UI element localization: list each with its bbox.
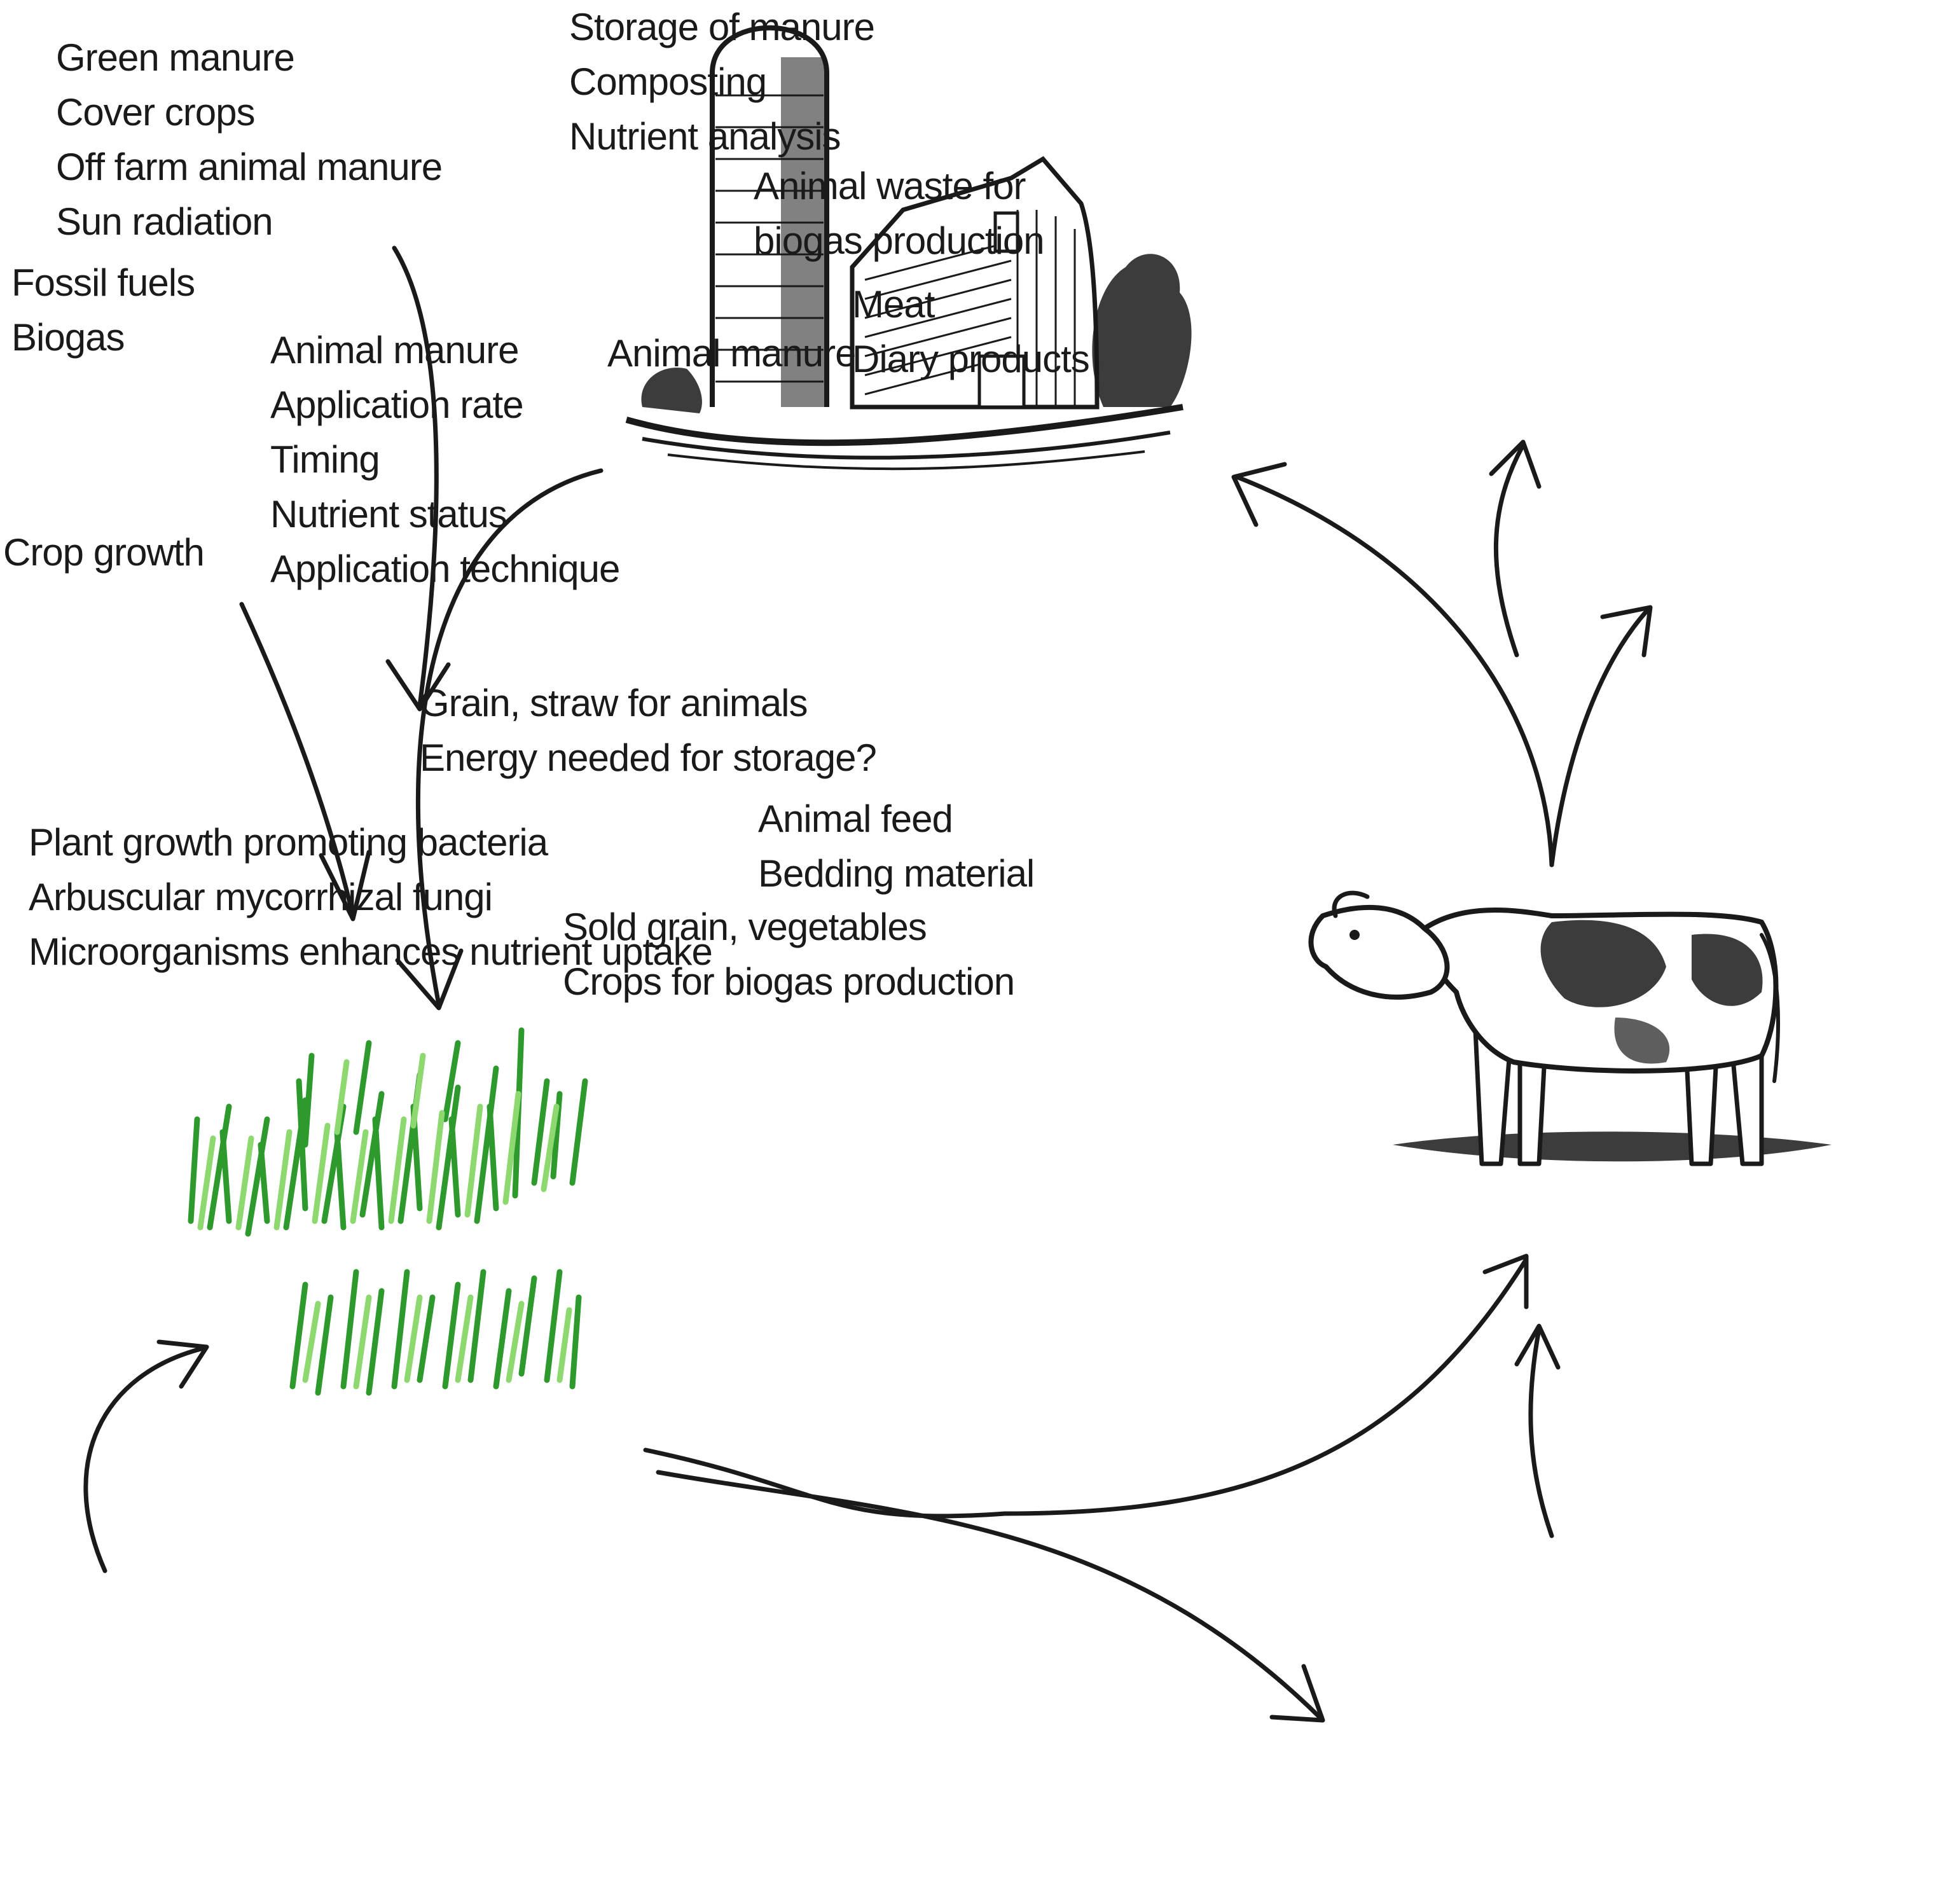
- arrow-farm-to-crops: [415, 468, 604, 1007]
- feed-bedding-labels: Animal feed Bedding material: [758, 792, 1035, 901]
- label-microorganisms: Microorganisms enhances nutrient uptake: [29, 930, 713, 973]
- arrowhead-inputs: [385, 659, 451, 712]
- arrowhead-feed: [1514, 1323, 1561, 1370]
- label-sun-radiation: Sun radiation: [56, 200, 273, 243]
- product-labels: Meat Diary products: [852, 277, 1090, 387]
- arrow-crops-to-sold: [656, 1470, 1322, 1720]
- arrowhead-biogas: [1489, 439, 1542, 489]
- label-application-technique: Application technique: [270, 548, 620, 590]
- arrow-cow-to-farm: [1234, 474, 1554, 867]
- arrow-fuels-to-crops: [239, 602, 355, 918]
- label-meat: Meat: [852, 283, 935, 326]
- label-nutrient-status: Nutrient status: [270, 493, 507, 535]
- label-crop-growth: Crop growth: [3, 531, 205, 574]
- arrowhead-farm: [395, 948, 464, 1011]
- label-energy-storage: Energy needed for storage?: [420, 736, 877, 779]
- label-biogas: Biogas: [11, 316, 125, 359]
- arrow-cow-to-biogas: [1493, 443, 1526, 658]
- arrowhead-sold: [1269, 1664, 1325, 1723]
- label-animal-manure-to-farm: Animal manure: [607, 332, 857, 375]
- grain-straw-labels: Grain, straw for animals Energy needed f…: [420, 676, 877, 785]
- label-green-manure: Green manure: [56, 36, 295, 79]
- arrowhead-microbes: [156, 1339, 209, 1389]
- sold-labels: Sold grain, vegetables Crops for biogas …: [563, 900, 1015, 1009]
- input-labels: Green manure Cover crops Off farm animal…: [56, 31, 443, 249]
- label-sold-grain: Sold grain, vegetables: [563, 906, 927, 948]
- label-application-rate: Application rate: [270, 383, 524, 426]
- manure-application-labels: Animal manure Application rate Timing Nu…: [270, 323, 620, 597]
- arrowhead-cow-farm: [1231, 462, 1287, 527]
- storage-labels: Storage of manure Composting Nutrient an…: [569, 0, 875, 164]
- label-bedding-material: Bedding material: [758, 852, 1035, 895]
- label-crops-biogas: Crops for biogas production: [563, 960, 1015, 1003]
- arrowhead-fuels: [319, 850, 371, 922]
- label-animal-waste: Animal waste for: [754, 165, 1026, 207]
- label-diary-products: Diary products: [852, 338, 1090, 380]
- arrow-crops-to-cow: [643, 1257, 1529, 1519]
- label-off-farm-manure: Off farm animal manure: [56, 146, 443, 188]
- arrow-feed-to-cow: [1528, 1327, 1554, 1538]
- label-biogas-production: biogas production: [754, 219, 1045, 262]
- label-animal-manure-application: Animal manure: [270, 329, 520, 371]
- label-pgp-bacteria: Plant growth promoting bacteria: [29, 821, 548, 864]
- arrow-microbes-to-crops: [83, 1346, 206, 1573]
- microbe-labels: Plant growth promoting bacteria Arbuscul…: [29, 815, 713, 979]
- arrow-cow-to-products: [1549, 608, 1650, 867]
- label-timing: Timing: [270, 438, 380, 481]
- label-composting: Composting: [569, 60, 767, 103]
- label-animal-feed: Animal feed: [758, 798, 953, 840]
- arrowhead-products: [1600, 605, 1653, 658]
- label-amf: Arbuscular mycorrhizal fungi: [29, 876, 493, 918]
- fuel-labels: Fossil fuels Biogas: [11, 256, 195, 365]
- label-cover-crops: Cover crops: [56, 91, 255, 134]
- label-nutrient-analysis: Nutrient analysis: [569, 115, 841, 158]
- arrowhead-crops-cow: [1482, 1253, 1529, 1309]
- label-fossil-fuels: Fossil fuels: [11, 261, 195, 304]
- arrow-inputs-to-crops: [392, 245, 439, 708]
- biogas-waste-labels: Animal waste for biogas production: [754, 159, 1045, 268]
- label-grain-straw: Grain, straw for animals: [420, 682, 808, 724]
- label-storage-of-manure: Storage of manure: [569, 6, 875, 48]
